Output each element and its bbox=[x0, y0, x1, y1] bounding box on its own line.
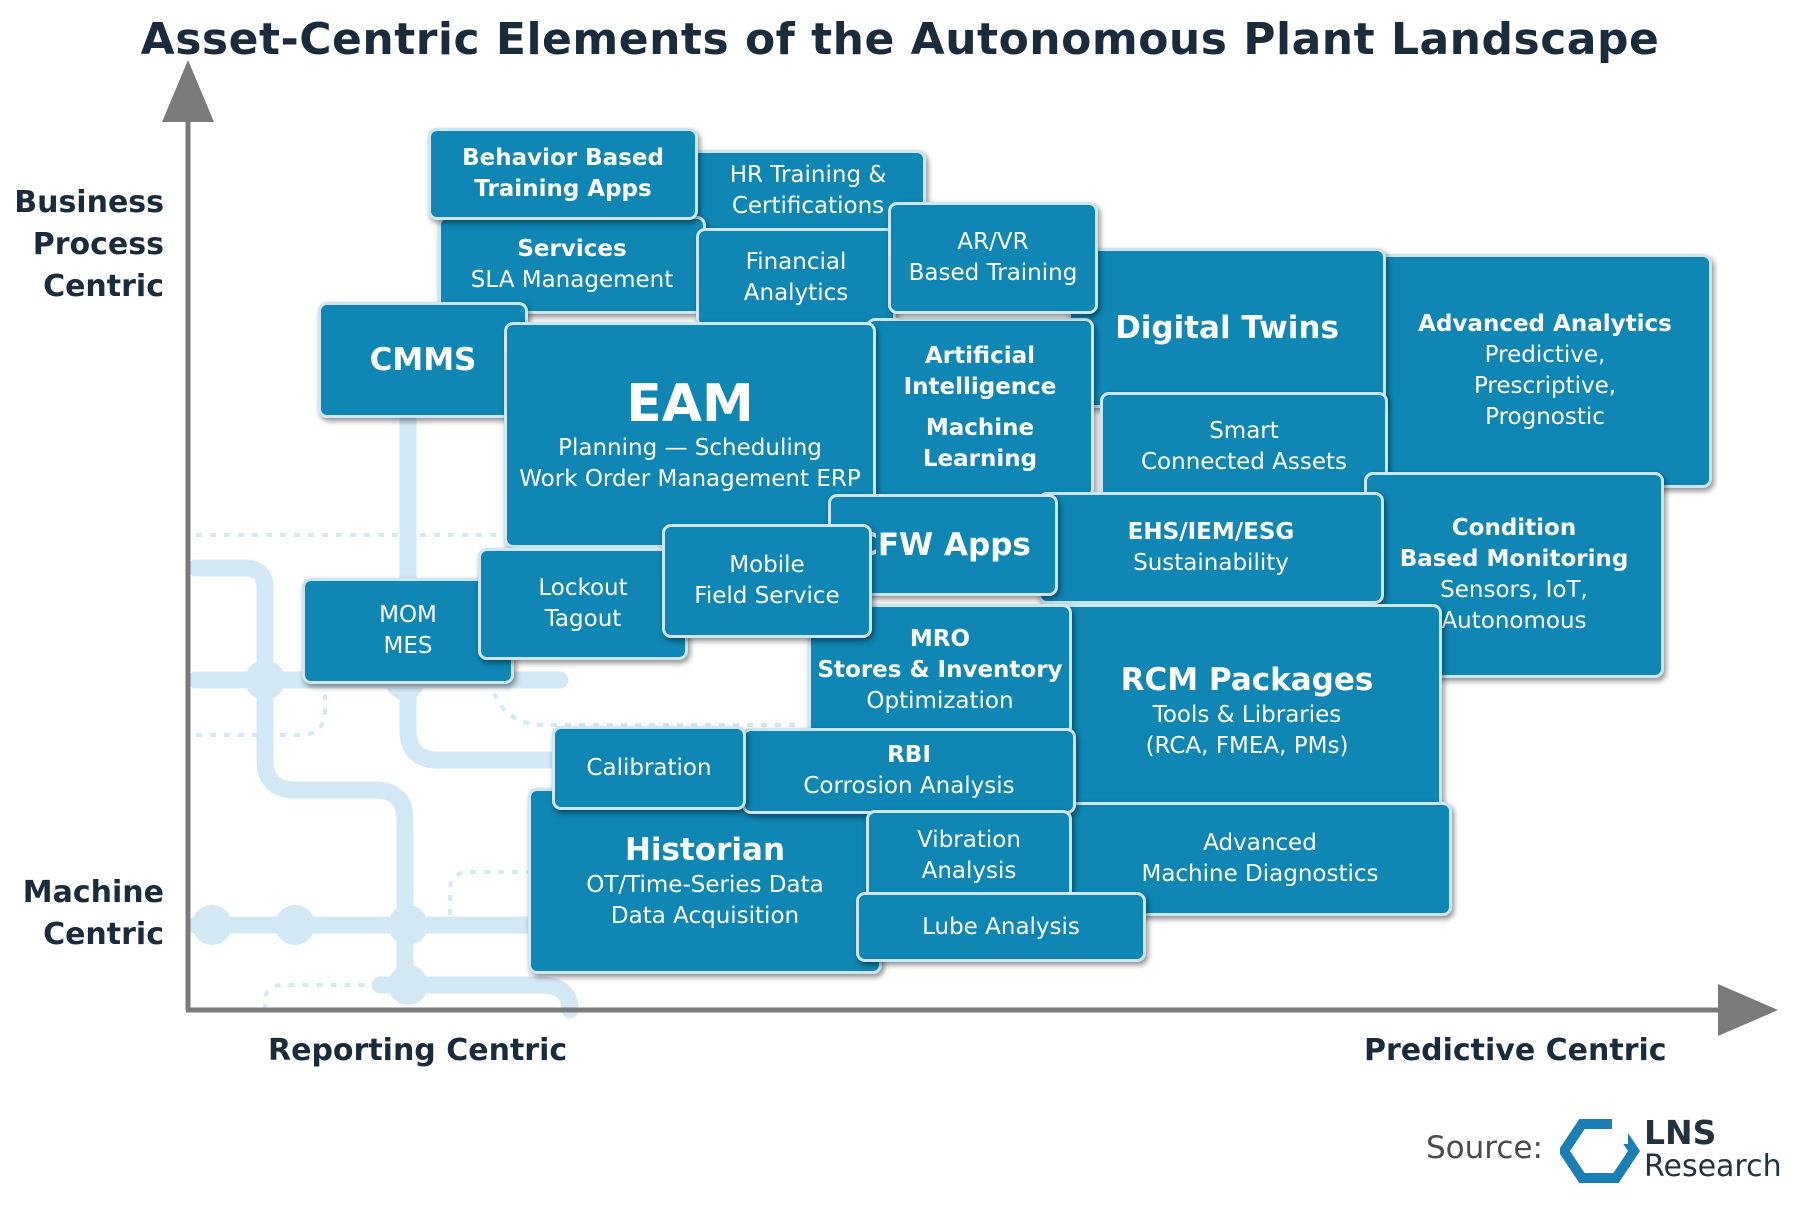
box-heading: Services bbox=[517, 236, 627, 262]
box-text: Analysis bbox=[921, 858, 1017, 884]
box-text: Field Service bbox=[694, 583, 840, 609]
box-heading: CFW Apps bbox=[855, 527, 1031, 563]
box-text: MES bbox=[383, 633, 433, 659]
box-heading: AR/VR bbox=[957, 229, 1029, 255]
x-axis-arrow bbox=[1718, 984, 1778, 1036]
box-heading: Vibration bbox=[917, 827, 1021, 853]
box-heading: Historian bbox=[624, 832, 786, 868]
box-text: Machine bbox=[925, 415, 1035, 441]
box-text: Corrosion Analysis bbox=[803, 773, 1015, 799]
y-axis-top-line-1: Business bbox=[14, 185, 164, 220]
box-heading: Digital Twins bbox=[1115, 310, 1339, 346]
box-text: Optimization bbox=[866, 687, 1014, 714]
box-heading: Advanced bbox=[1203, 830, 1317, 856]
box-heading: Artificial bbox=[925, 343, 1035, 369]
x-axis-left-label: Reporting Centric bbox=[268, 1033, 568, 1068]
box-text: Training Apps bbox=[474, 176, 652, 202]
box-text: Work Order Management ERP bbox=[519, 466, 861, 492]
box-text: Machine Diagnostics bbox=[1141, 861, 1379, 887]
box-text: Data Acquisition bbox=[610, 903, 800, 929]
box-text: Planning — Scheduling bbox=[558, 435, 822, 461]
box-heading: MRO bbox=[909, 625, 971, 652]
box-ar-vr: AR/VR Based Training bbox=[888, 202, 1098, 314]
box-text: Autonomous bbox=[1441, 608, 1587, 634]
y-axis-arrow bbox=[162, 60, 214, 122]
box-heading: MOM bbox=[379, 602, 437, 628]
box-heading: Lube Analysis bbox=[922, 913, 1080, 940]
dashed-connectors bbox=[196, 533, 800, 1010]
y-axis-bottom-line-1: Machine bbox=[22, 875, 164, 910]
axes bbox=[162, 60, 1778, 1036]
box-text: Prescriptive, bbox=[1473, 373, 1617, 399]
box-heading: Condition bbox=[1451, 515, 1577, 541]
box-text: Tagout bbox=[544, 606, 622, 632]
y-axis-bottom-line-2: Centric bbox=[43, 917, 164, 952]
diagram-title: Asset-Centric Elements of the Autonomous… bbox=[140, 14, 1660, 65]
lns-logo-text: LNS Research bbox=[1644, 1116, 1782, 1184]
y-axis-bottom-label: Machine Centric bbox=[10, 872, 164, 956]
y-axis-top-line-3: Centric bbox=[43, 269, 164, 304]
box-lube-analysis: Lube Analysis bbox=[856, 892, 1146, 962]
box-digital-twins: Digital Twins bbox=[1068, 248, 1386, 408]
box-heading: Behavior Based bbox=[462, 145, 664, 171]
box-heading: CMMS bbox=[369, 342, 477, 378]
box-text: Certifications bbox=[731, 193, 885, 219]
box-text: (RCA, FMEA, PMs) bbox=[1145, 733, 1349, 759]
box-heading: RCM Packages bbox=[1120, 662, 1374, 698]
box-heading: EHS/IEM/ESG bbox=[1127, 519, 1295, 545]
box-text: OT/Time-Series Data bbox=[586, 872, 824, 898]
box-text: Connected Assets bbox=[1140, 449, 1347, 475]
box-text: Predictive, bbox=[1484, 342, 1606, 368]
logo-line-2: Research bbox=[1644, 1149, 1782, 1184]
box-text: SLA Management bbox=[470, 267, 674, 293]
source-label: Source: bbox=[1426, 1130, 1543, 1166]
box-text: Tools & Libraries bbox=[1152, 702, 1342, 728]
box-text: Intelligence bbox=[903, 374, 1057, 400]
box-rbi: RBI Corrosion Analysis bbox=[742, 728, 1076, 814]
box-heading: RBI bbox=[887, 742, 931, 768]
box-heading: Lockout bbox=[538, 575, 628, 601]
x-axis-right-label: Predictive Centric bbox=[1364, 1033, 1667, 1068]
logo-line-1: LNS bbox=[1644, 1113, 1717, 1152]
box-heading: HR Training & bbox=[729, 162, 887, 188]
box-heading: Advanced Analytics bbox=[1418, 311, 1672, 337]
box-text: Based Training bbox=[908, 260, 1078, 286]
box-text: Prognostic bbox=[1485, 404, 1605, 430]
box-heading: Mobile bbox=[729, 552, 805, 578]
box-text: Sensors, IoT, bbox=[1440, 577, 1588, 603]
box-cmms: CMMS bbox=[318, 302, 528, 418]
y-axis-top-line-2: Process bbox=[32, 227, 164, 262]
box-text: Learning bbox=[922, 446, 1038, 472]
box-text: Based Monitoring bbox=[1399, 546, 1629, 572]
pipe-junctions bbox=[192, 660, 428, 1005]
box-calibration: Calibration bbox=[552, 726, 746, 810]
box-ehs: EHS/IEM/ESG Sustainability bbox=[1038, 492, 1384, 604]
lns-logo-icon bbox=[1560, 1118, 1641, 1183]
box-heading: Calibration bbox=[586, 754, 712, 781]
box-heading: Smart bbox=[1209, 418, 1279, 444]
box-text: Sustainability bbox=[1133, 550, 1289, 576]
box-hr-training: HR Training & Certifications bbox=[690, 150, 926, 232]
box-heading: Financial bbox=[745, 249, 847, 275]
box-heading: EAM bbox=[626, 374, 754, 434]
box-text: Analytics bbox=[743, 280, 849, 306]
y-axis-top-label: Business Process Centric bbox=[10, 182, 164, 308]
box-text: Stores & Inventory bbox=[817, 656, 1063, 683]
